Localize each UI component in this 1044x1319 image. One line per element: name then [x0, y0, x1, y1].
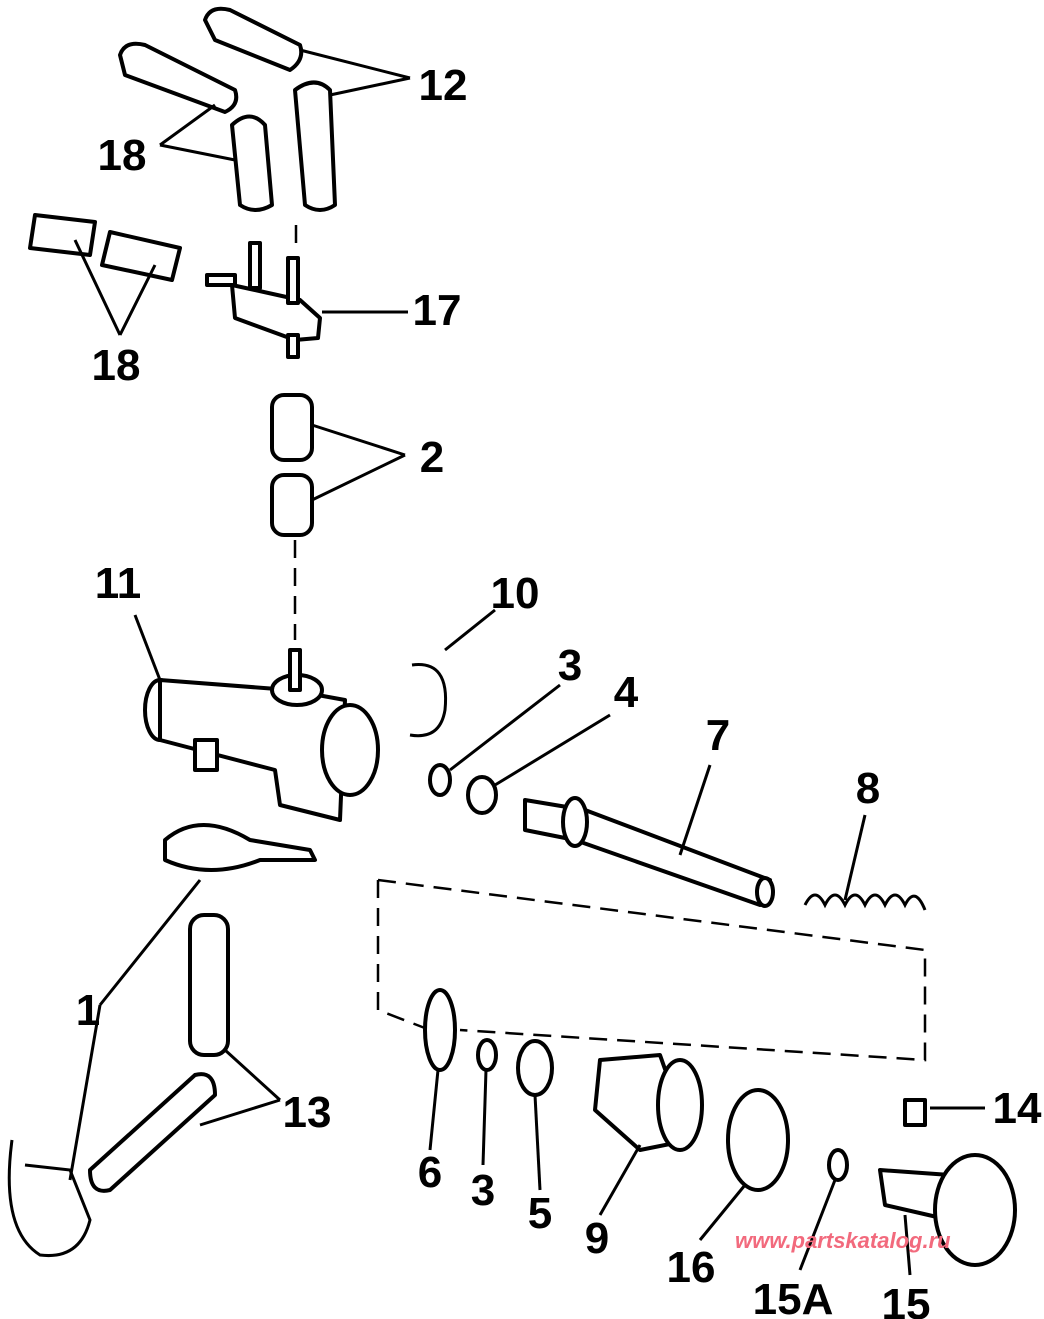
hose-2 — [270, 393, 314, 537]
nut-9 — [593, 1053, 704, 1152]
callout-17: 17 — [413, 286, 462, 335]
callout-3: 3 — [471, 1166, 495, 1215]
leader-lines — [68, 48, 985, 1276]
callout-12: 12 — [419, 61, 468, 110]
callout-14: 14 — [993, 1084, 1042, 1133]
callout-2: 2 — [420, 433, 444, 482]
washer-6 — [423, 988, 457, 1072]
callout-8: 8 — [856, 764, 880, 813]
watermark: www.partskatalog.ru — [735, 1228, 951, 1253]
callout-6: 6 — [418, 1148, 442, 1197]
callout-13: 13 — [283, 1088, 332, 1137]
callout-5: 5 — [528, 1189, 552, 1238]
o-ring-3 — [428, 763, 452, 797]
housing-11 — [143, 648, 380, 822]
callout-4: 4 — [614, 668, 639, 717]
callout-10: 10 — [491, 569, 540, 618]
ring-16 — [726, 1088, 790, 1192]
callout-1: 1 — [76, 986, 100, 1035]
shaft-7 — [523, 796, 775, 908]
callout-15: 15 — [882, 1280, 931, 1319]
callout-16: 16 — [667, 1243, 716, 1292]
hose-18-upper — [118, 41, 274, 212]
knob-15 — [878, 1153, 1017, 1267]
connector-17 — [205, 241, 322, 359]
screw-14 — [903, 1098, 927, 1127]
callout-15a: 15A — [753, 1275, 834, 1319]
callout-7: 7 — [706, 711, 730, 760]
o-ring-4 — [466, 775, 498, 815]
callout-11: 11 — [95, 559, 142, 608]
clamp-1 — [7, 823, 317, 1258]
o-ring-15a — [827, 1148, 849, 1182]
retaining-ring-10 — [409, 663, 448, 738]
callout-18: 18 — [92, 341, 141, 390]
o-ring-3b — [476, 1038, 498, 1072]
kit-bracket — [376, 878, 927, 1062]
callout-3: 3 — [558, 641, 582, 690]
seal-5 — [516, 1039, 554, 1097]
hose-13 — [88, 913, 230, 1193]
callout-9: 9 — [585, 1214, 609, 1263]
hose-18-lower — [28, 213, 182, 282]
align-line — [293, 225, 298, 640]
spring-8 — [803, 893, 927, 911]
callout-18: 18 — [98, 131, 147, 180]
hose-12 — [203, 6, 337, 212]
